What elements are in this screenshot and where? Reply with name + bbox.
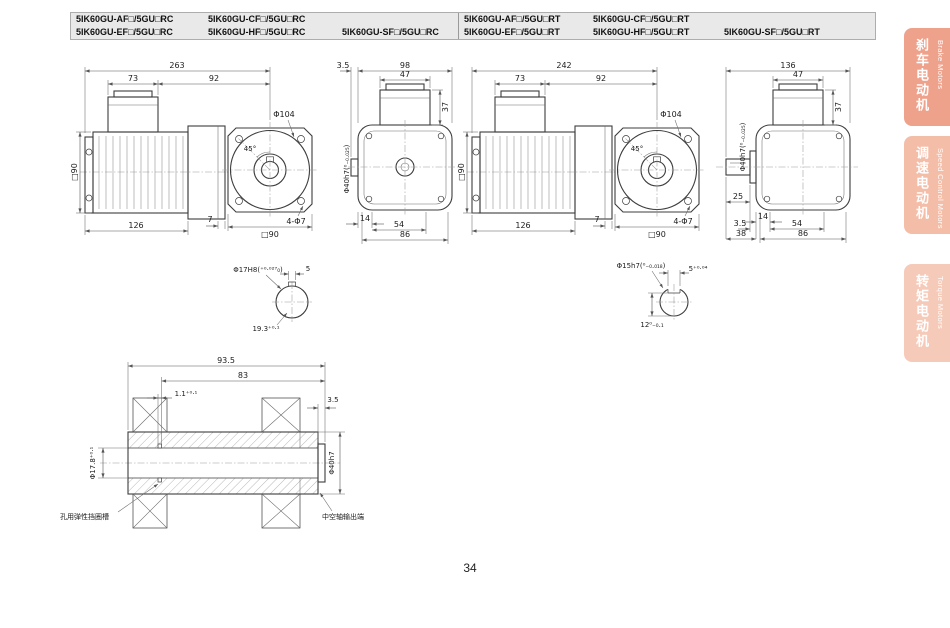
model-name: 5IK60GU-EF□/5GU□RC xyxy=(76,27,173,37)
page-number: 34 xyxy=(463,561,477,575)
drawing-hollow-shaft-section: 93.5 83 1.1⁺⁰·¹ 3.5 Φ17.8⁺⁰·¹ Φ40h7 孔用弹性… xyxy=(60,356,364,529)
dim-86: 86 xyxy=(400,230,410,239)
dim-gear-width: 92 xyxy=(209,74,219,83)
dim-total-length: 263 xyxy=(169,61,184,70)
side-tab-torque-motors: 转矩电动机 Torque Motors xyxy=(904,264,950,362)
dim-total: 93.5 xyxy=(217,356,235,365)
model-name: 5IK60GU-HF□/5GU□RC xyxy=(208,27,306,37)
dim-groove-width: 1.1⁺⁰·¹ xyxy=(175,390,198,398)
dim-box-width: 47 xyxy=(793,70,803,79)
label-retaining-ring-groove: 孔用弹性挡圈槽 xyxy=(60,512,109,521)
side-tab-brake-motors: 刹车电动机 Brake Motors xyxy=(904,28,950,126)
model-name: 5IK60GU-SF□/5GU□RT xyxy=(724,27,820,37)
dim-total-length: 136 xyxy=(780,61,795,70)
dim-boss-dia: Φ40h7(⁰₋₀.₀₂₅) xyxy=(343,144,351,193)
dim-angle: 45° xyxy=(631,145,643,153)
drawing-rt-side-face: 45° 242 73 92 □90 126 7 □90 Φ104 4 xyxy=(457,61,705,239)
tab-label-en: Brake Motors xyxy=(936,40,945,90)
dim-box-height: 37 xyxy=(834,102,843,112)
tab-label-en: Torque Motors xyxy=(936,276,945,330)
tab-label-cn: 刹车电动机 xyxy=(914,38,929,113)
tab-label-en: Speed Control Motors xyxy=(936,148,945,229)
dim-key-depth: 19.3⁺⁰·¹ xyxy=(252,325,279,333)
dim-box-width: 73 xyxy=(515,74,525,83)
dim-key-width: 5 xyxy=(306,265,310,273)
tab-label-cn: 调速电动机 xyxy=(914,146,929,221)
dim-length: 83 xyxy=(238,371,248,380)
tab-label-cn: 转矩电动机 xyxy=(914,274,929,349)
dim-body-width: 98 xyxy=(400,61,410,70)
dim-outer-dia: Φ40h7 xyxy=(328,451,336,474)
detail-hollow-bore: Φ17H8(⁺⁰·⁰²⁷₀) 5 19.3⁺⁰·¹ xyxy=(233,265,312,333)
dim-shaft-length: 25 xyxy=(733,192,743,201)
drawing-rc-rear: 98 3.5 47 37 Φ40h7(⁰₋₀.₀₂₅) 14 54 86 xyxy=(337,61,462,244)
dim-square: □90 xyxy=(261,230,279,239)
model-name: 5IK60GU-AF□/5GU□RC xyxy=(76,14,174,24)
model-name: 5IK60GU-CF□/5GU□RC xyxy=(208,14,306,24)
dim-lip: 3.5 xyxy=(337,61,350,70)
drawing-rt-rear: 136 47 37 Φ40h7(⁰₋₀.₀₂₅) 25 14 3.5 54 38 xyxy=(716,61,858,243)
model-name: 5IK60GU-HF□/5GU□RT xyxy=(593,27,690,37)
model-header: 5IK60GU-AF□/5GU□RC 5IK60GU-CF□/5GU□RC 5I… xyxy=(70,12,876,40)
dim-86: 86 xyxy=(798,229,808,238)
dim-bore: Φ17H8(⁺⁰·⁰²⁷₀) xyxy=(233,266,283,274)
dim-square: □90 xyxy=(648,230,666,239)
side-tab-speed-control-motors: 调速电动机 Speed Control Motors xyxy=(904,136,950,234)
model-name: 5IK60GU-EF□/5GU□RT xyxy=(458,26,588,39)
dim-boss-dia: Φ40h7(⁰₋₀.₀₂₅) xyxy=(739,122,747,171)
dim-side-height: □90 xyxy=(457,163,466,181)
dim-end: 3.5 xyxy=(327,396,338,404)
dim-14: 14 xyxy=(360,214,370,223)
dim-body-length: 126 xyxy=(128,221,143,230)
dim-mount-holes: 4-Φ7 xyxy=(673,217,692,226)
dim-54: 54 xyxy=(394,220,404,229)
dim-flat: 12⁰₋₀.₁ xyxy=(640,321,663,329)
dim-angle: 45° xyxy=(244,145,256,153)
dim-14: 14 xyxy=(758,212,768,221)
model-name: 5IK60GU-CF□/5GU□RT xyxy=(593,14,690,24)
model-name: 5IK60GU-AF□/5GU□RT xyxy=(458,13,588,26)
dim-54: 54 xyxy=(792,219,802,228)
dim-plate: 7 xyxy=(594,215,599,224)
dim-side-height: □90 xyxy=(70,163,79,181)
dim-mount-holes: 4-Φ7 xyxy=(286,217,305,226)
label-hollow-shaft-output: 中空轴输出端 xyxy=(322,512,364,521)
detail-solid-shaft: Φ15h7(⁰₋₀.₀₁₈) 5⁺⁰·⁰⁴ 12⁰₋₀.₁ xyxy=(617,262,708,329)
dim-flange-dia: Φ104 xyxy=(273,110,295,119)
dim-gear-width: 92 xyxy=(596,74,606,83)
dim-box-width: 73 xyxy=(128,74,138,83)
dim-key-width: 5⁺⁰·⁰⁴ xyxy=(689,265,708,273)
dim-plate: 7 xyxy=(207,215,212,224)
drawing-rc-side-face: 45° 263 73 92 □90 126 7 □90 Φ104 4 xyxy=(70,61,318,239)
model-name: 5IK60GU-SF□/5GU□RC xyxy=(342,27,439,37)
dim-total-length: 242 xyxy=(556,61,571,70)
dim-shaft-dia: Φ15h7(⁰₋₀.₀₁₈) xyxy=(617,262,666,270)
dim-body-length: 126 xyxy=(515,221,530,230)
dim-box-width: 47 xyxy=(400,70,410,79)
dim-38: 38 xyxy=(736,229,746,238)
dim-box-height: 37 xyxy=(441,102,450,112)
dim-flange-dia: Φ104 xyxy=(660,110,682,119)
dim-groove-dia: Φ17.8⁺⁰·¹ xyxy=(89,446,97,479)
dim-lip: 3.5 xyxy=(734,219,747,228)
